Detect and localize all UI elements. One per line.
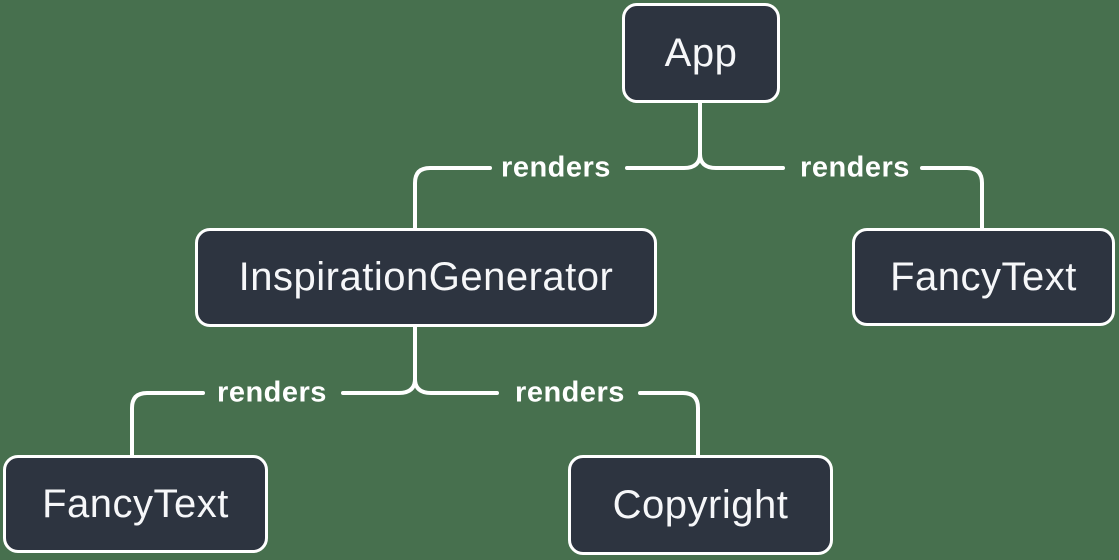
edge-inspirationgenerator-to-copyright-line xyxy=(638,391,700,457)
edge-inspirationgenerator-fork-left-line xyxy=(341,325,417,395)
edge-app-to-inspirationgenerator-line xyxy=(413,166,492,230)
edge-app-fork-left-line xyxy=(625,101,702,170)
edge-label-app-fancytext: renders xyxy=(800,151,910,184)
edge-label-inspirationgenerator-copyright: renders xyxy=(515,376,625,409)
node-copyright: Copyright xyxy=(568,455,833,555)
edge-app-fork-right-line xyxy=(698,152,785,170)
edge-label-app-inspirationgenerator: renders xyxy=(501,151,611,184)
edge-inspirationgenerator-to-fancytext-line xyxy=(130,391,205,457)
node-app: App xyxy=(622,3,780,103)
node-fancytext-bottom: FancyText xyxy=(3,455,268,553)
edge-inspirationgenerator-fork-right-line xyxy=(413,377,499,395)
edge-app-to-fancytext-line xyxy=(920,166,984,230)
edge-label-inspirationgenerator-fancytext: renders xyxy=(217,376,327,409)
node-fancytext-top: FancyText xyxy=(852,228,1115,326)
node-inspirationgenerator: InspirationGenerator xyxy=(195,228,657,327)
